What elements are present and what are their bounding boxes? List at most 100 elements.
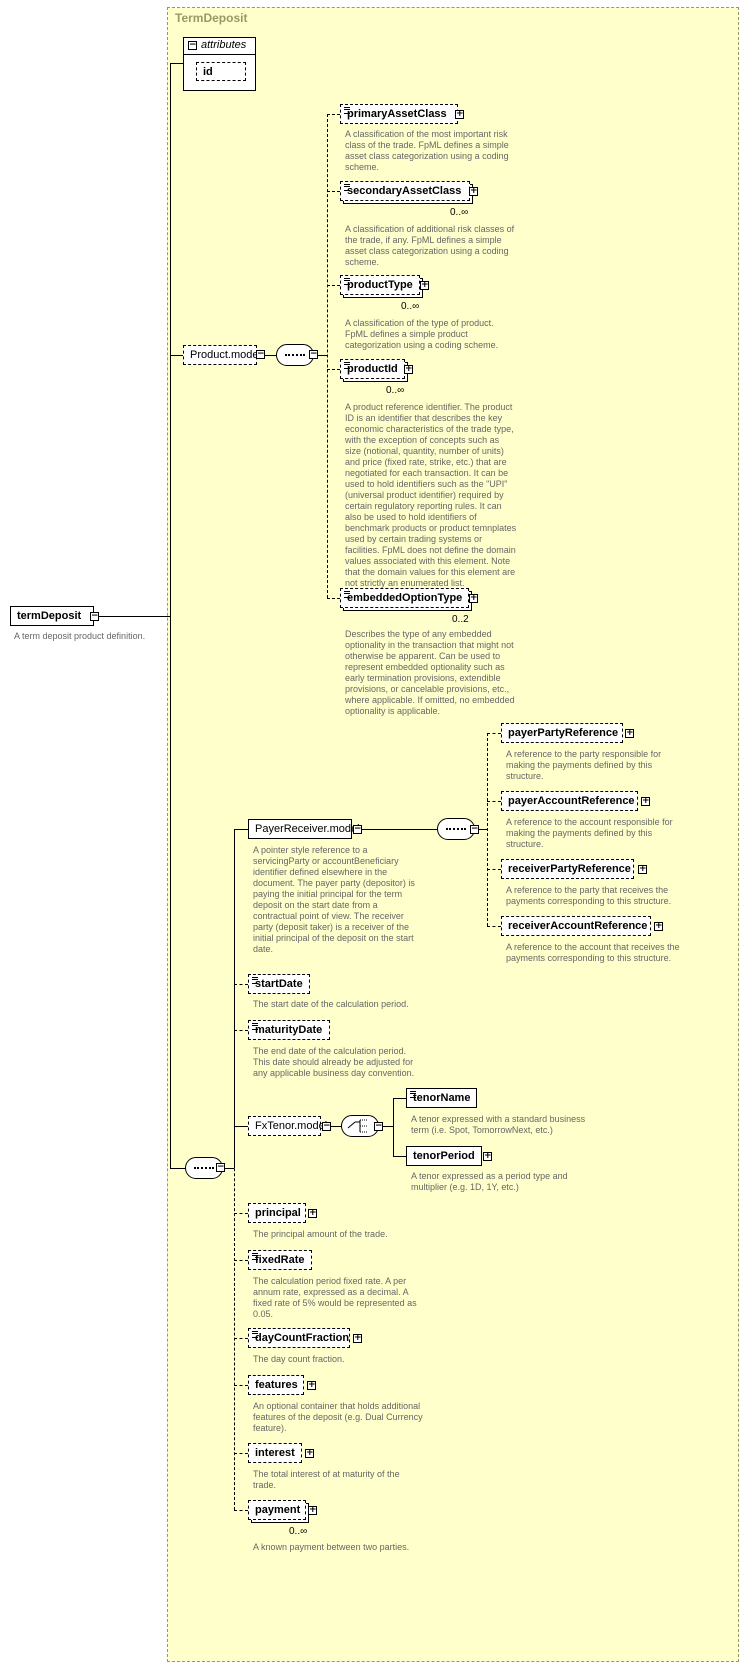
element-principal[interactable]: principal	[248, 1203, 306, 1223]
collapse-icon[interactable]: −	[470, 824, 479, 834]
expand-icon[interactable]: +	[469, 186, 478, 196]
connector	[99, 616, 170, 617]
connector	[234, 1338, 248, 1339]
expand-icon[interactable]: +	[307, 1380, 316, 1390]
payerreceiver-model-group[interactable]: PayerReceiver.model	[248, 819, 360, 839]
attributes-label: attributes	[201, 39, 247, 51]
connector	[170, 355, 183, 356]
root-element-termdeposit[interactable]: termDeposit	[10, 606, 94, 626]
expand-icon[interactable]: +	[308, 1505, 317, 1515]
element-productid[interactable]: productId	[340, 359, 405, 379]
element-interest[interactable]: interest	[248, 1443, 302, 1463]
expand-icon[interactable]: +	[483, 1151, 492, 1161]
connector	[393, 1156, 406, 1157]
collapse-icon[interactable]: −	[309, 349, 318, 359]
element-startdate[interactable]: startDate	[248, 974, 310, 994]
element-label: productType	[347, 279, 413, 291]
collapse-icon[interactable]: −	[322, 1121, 331, 1131]
element-description: A reference to the party responsible for…	[506, 749, 662, 781]
connector	[170, 63, 171, 1168]
element-primaryassetclass[interactable]: primaryAssetClass	[340, 104, 458, 124]
connector	[487, 733, 488, 926]
element-label: payment	[255, 1504, 301, 1516]
element-fixedrate[interactable]: fixedRate	[248, 1250, 312, 1270]
connector	[234, 1453, 248, 1454]
payerreceiver-model-label: PayerReceiver.model	[255, 823, 360, 835]
connector	[479, 829, 487, 830]
element-description: A tenor expressed as a period type and m…	[411, 1171, 568, 1192]
fxtenor-model-group[interactable]: FxTenor.model	[248, 1116, 327, 1136]
element-embeddedoptiontype[interactable]: embeddedOptionType	[340, 588, 469, 608]
connector	[327, 285, 340, 286]
fxtenor-model-label: FxTenor.model	[255, 1120, 328, 1132]
divider	[183, 54, 256, 55]
expand-icon[interactable]: +	[654, 921, 663, 931]
cardinality: 0..∞	[289, 1526, 308, 1537]
element-producttype[interactable]: productType	[340, 275, 420, 295]
connector	[234, 1260, 248, 1261]
element-tenorperiod[interactable]: tenorPeriod	[406, 1146, 482, 1166]
connector	[327, 191, 340, 192]
expand-icon[interactable]: +	[625, 728, 634, 738]
element-description: The principal amount of the trade.	[253, 1229, 388, 1239]
element-secondaryassetclass[interactable]: secondaryAssetClass	[340, 181, 470, 201]
element-maturitydate[interactable]: maturityDate	[248, 1020, 330, 1040]
choice-icon	[347, 1119, 368, 1133]
element-receiverpartyreference[interactable]: receiverPartyReference	[501, 859, 634, 879]
collapse-icon[interactable]: −	[188, 40, 197, 50]
expand-icon[interactable]: +	[641, 796, 650, 806]
expand-icon[interactable]: +	[305, 1448, 314, 1458]
element-label: principal	[255, 1207, 301, 1219]
expand-icon[interactable]: +	[638, 864, 647, 874]
element-label: embeddedOptionType	[347, 592, 463, 604]
collapse-icon[interactable]: −	[256, 349, 265, 359]
element-label: receiverPartyReference	[508, 863, 631, 875]
element-label: receiverAccountReference	[508, 920, 648, 932]
product-model-group[interactable]: Product.model	[183, 345, 261, 365]
element-payeraccountreference[interactable]: payerAccountReference	[501, 791, 638, 811]
connector	[234, 1510, 248, 1511]
element-description: The total interest of at maturity of the…	[253, 1469, 400, 1490]
element-label: payerPartyReference	[508, 727, 619, 739]
collapse-icon[interactable]: −	[353, 824, 362, 834]
element-description: The start date of the calculation period…	[253, 999, 409, 1009]
element-description: Describes the type of any embedded optio…	[345, 629, 515, 716]
expand-icon[interactable]: +	[420, 280, 429, 290]
connector	[318, 355, 327, 356]
expand-icon[interactable]: +	[404, 364, 413, 374]
element-label: tenorName	[413, 1092, 471, 1104]
element-features[interactable]: features	[248, 1375, 304, 1395]
element-label: secondaryAssetClass	[347, 185, 462, 197]
collapse-icon[interactable]: −	[374, 1121, 383, 1131]
connector	[393, 1098, 394, 1156]
expand-icon[interactable]: +	[455, 109, 464, 119]
payerreceiver-description: A pointer style reference to a servicing…	[253, 845, 415, 954]
cardinality: 0..2	[452, 614, 469, 625]
connector	[327, 369, 340, 370]
connector	[225, 1168, 234, 1169]
element-label: features	[255, 1379, 298, 1391]
element-payment[interactable]: payment	[248, 1500, 306, 1520]
element-label: startDate	[255, 978, 303, 990]
element-daycountfraction[interactable]: dayCountFraction	[248, 1328, 350, 1348]
connector	[234, 829, 248, 830]
attribute-id[interactable]: id	[196, 62, 246, 81]
element-description: The calculation period fixed rate. A per…	[253, 1276, 417, 1319]
element-tenorname[interactable]: tenorName	[406, 1088, 477, 1108]
element-label: productId	[347, 363, 398, 375]
connector	[170, 1168, 186, 1169]
expand-icon[interactable]: +	[469, 593, 478, 603]
connector	[234, 1213, 248, 1214]
element-description: A tenor expressed with a standard busine…	[411, 1114, 586, 1135]
element-description: A known payment between two parties.	[253, 1542, 410, 1552]
expand-icon[interactable]: +	[308, 1208, 317, 1218]
element-receiveraccountreference[interactable]: receiverAccountReference	[501, 916, 651, 936]
collapse-icon[interactable]: −	[90, 611, 99, 621]
group-title: TermDeposit	[175, 11, 248, 25]
element-payerpartyreference[interactable]: payerPartyReference	[501, 723, 623, 743]
element-description: A classification of the type of product.…	[345, 318, 499, 350]
expand-icon[interactable]: +	[353, 1333, 362, 1343]
element-label: tenorPeriod	[413, 1150, 475, 1162]
element-description: A classification of the most important r…	[345, 129, 509, 172]
collapse-icon[interactable]: −	[216, 1162, 225, 1172]
